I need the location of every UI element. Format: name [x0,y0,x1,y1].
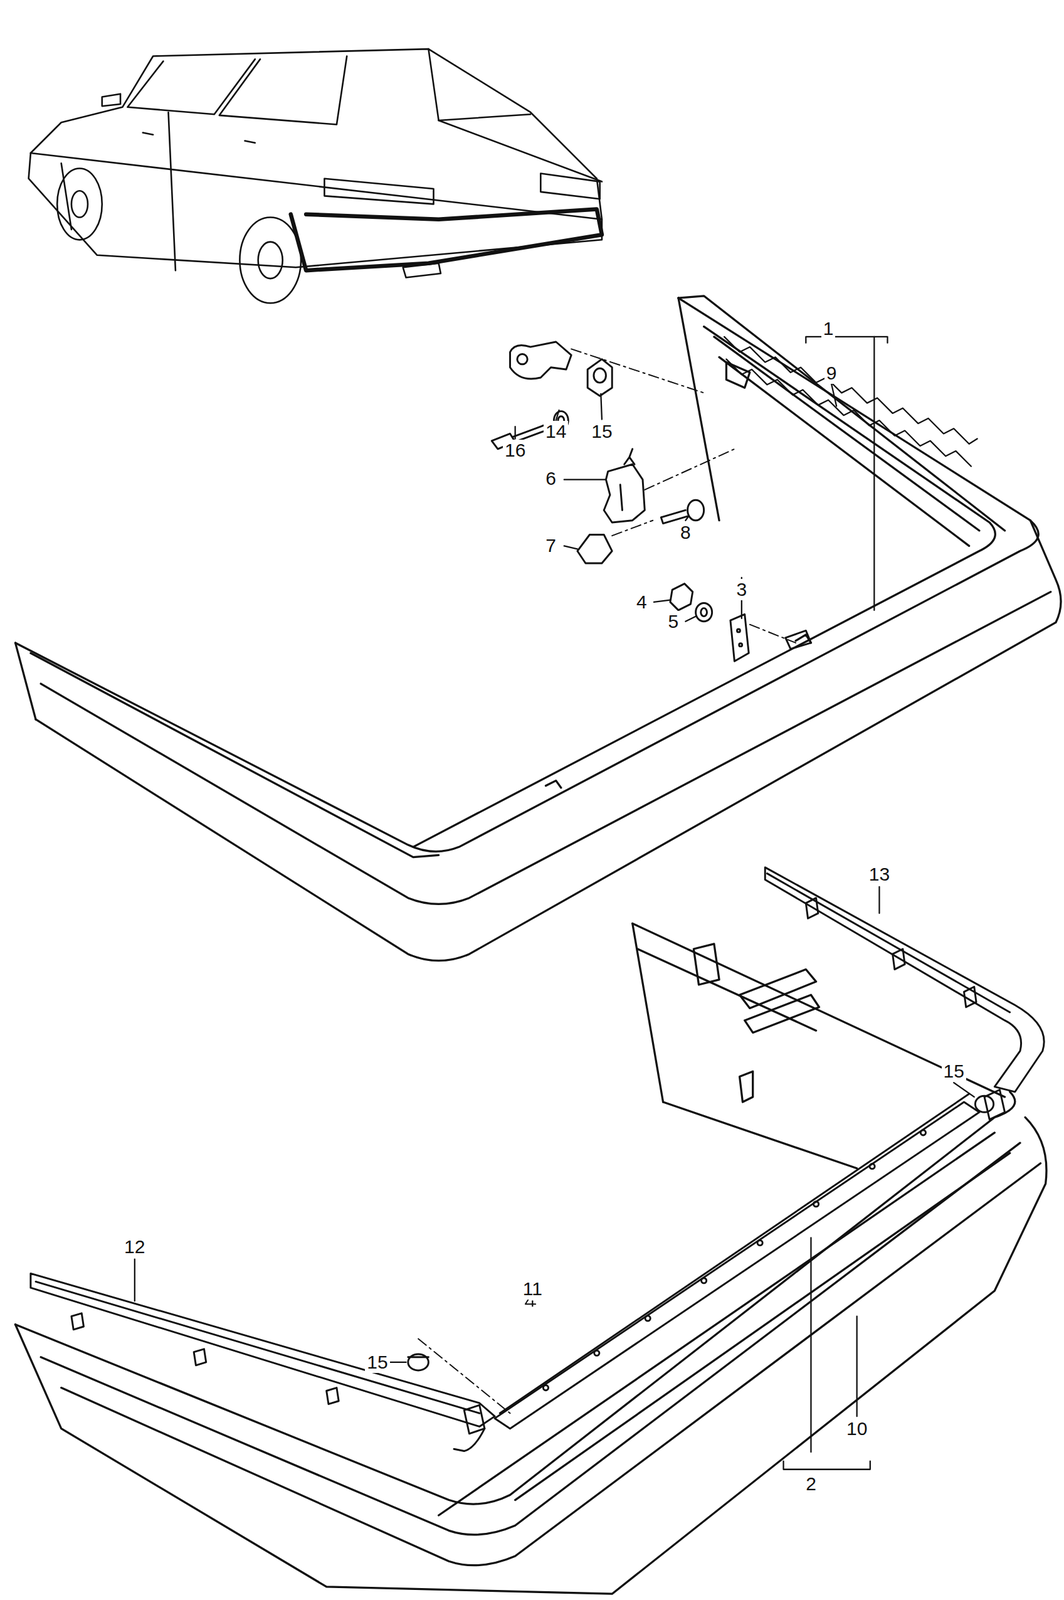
car-sketch [28,48,602,303]
callout-number: 6 [543,467,559,490]
callout-number: 1 [821,317,836,340]
callout-number: 15 [364,1351,390,1373]
callout-number: 15 [941,1060,967,1082]
callout-number: 4 [634,591,649,613]
callout-number: 3 [734,578,750,601]
rear-bumper-complete [15,295,1061,961]
callout-number: 8 [678,521,693,543]
leader-lines [134,336,975,1470]
rear-bumper-variant [15,922,1047,1594]
trim-strips [30,867,1044,1451]
callout-number: 2 [803,1472,819,1495]
callout-number: 13 [867,863,892,885]
callout-number: 7 [543,534,559,557]
callout-number: 14 [543,420,569,443]
callout-number: 5 [666,610,681,633]
callout-number: 16 [502,439,528,461]
callout-number: 9 [824,362,839,384]
fastening-parts [491,341,811,661]
callout-number: 12 [122,1235,147,1258]
callout-number: 15 [589,420,614,443]
callout-number: 10 [844,1417,870,1439]
callout-number: 11 [521,1277,545,1300]
